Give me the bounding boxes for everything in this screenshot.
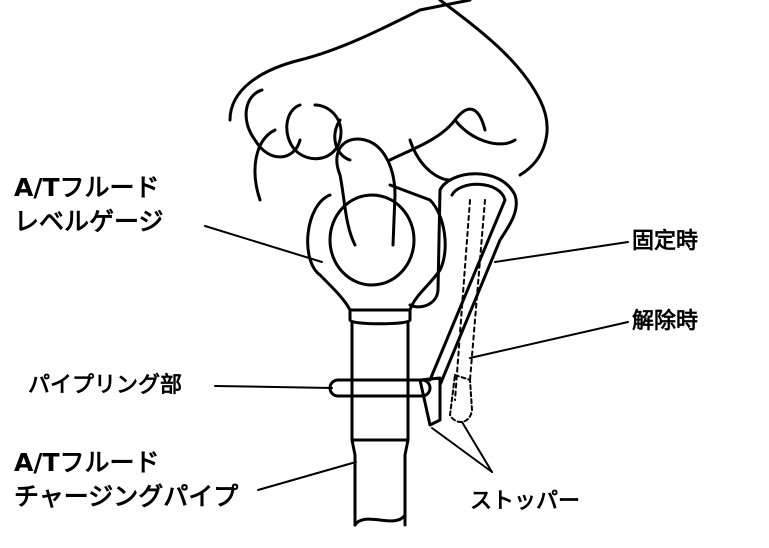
released-label: 解除時 (632, 309, 699, 334)
stopper-released (449, 374, 473, 423)
stopper-fixed (418, 376, 442, 427)
wire-clip (408, 172, 518, 427)
hand-drawing (228, 0, 549, 247)
level-gauge-label-line2: レベルゲージ (14, 207, 164, 236)
pipe-ring (328, 378, 432, 398)
level-gauge-label-line1: A/Tフルード (14, 173, 160, 202)
pipe-ring-label: パイプリング部 (28, 373, 183, 398)
charging-pipe (328, 320, 432, 527)
charging-pipe-label-line1: A/Tフルード (14, 448, 160, 477)
level-gauge-handle (306, 183, 447, 326)
fixed-label: 固定時 (632, 229, 699, 254)
leader-lines (204, 225, 629, 491)
stopper-label: ストッパー (470, 489, 581, 514)
charging-pipe-label-line2: チャージングパイプ (14, 482, 239, 511)
